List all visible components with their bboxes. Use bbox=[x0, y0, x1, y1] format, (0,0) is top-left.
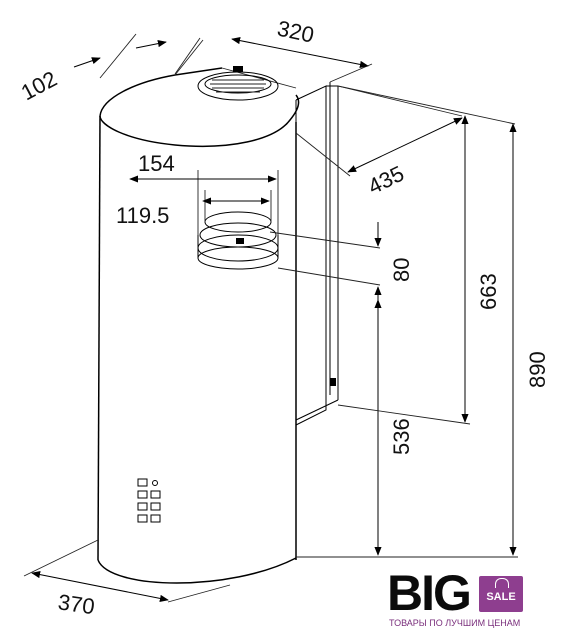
wall-panel bbox=[295, 82, 339, 555]
bigsale-logo: BIG SALE ТОВАРЫ ПО ЛУЧШИМ ЦЕНАМ bbox=[387, 565, 529, 632]
dim-536-label: 536 bbox=[389, 418, 414, 455]
control-button bbox=[137, 514, 148, 523]
dim-536: 536 bbox=[296, 299, 414, 558]
dim-435: 435 bbox=[295, 85, 463, 200]
control-panel bbox=[137, 478, 161, 523]
control-button bbox=[137, 490, 148, 499]
dim-320: 320 bbox=[174, 16, 373, 83]
control-button bbox=[150, 490, 161, 499]
dim-80: 80 bbox=[269, 222, 414, 312]
dim-outlet-diameter: 154 119.5 bbox=[116, 151, 279, 235]
logo-tagline: ТОВАРЫ ПО ЛУЧШИМ ЦЕНАМ bbox=[389, 618, 521, 628]
control-button bbox=[150, 514, 161, 523]
logo-badge-label: SALE bbox=[486, 591, 516, 603]
control-button bbox=[137, 478, 148, 487]
dim-320-label: 320 bbox=[275, 16, 316, 48]
dim-80-label: 80 bbox=[389, 258, 414, 282]
outlet-collar bbox=[197, 211, 279, 270]
control-button bbox=[150, 502, 161, 511]
control-button bbox=[137, 502, 148, 511]
top-fan-grille bbox=[197, 66, 279, 101]
hood-body bbox=[97, 67, 300, 584]
dim-890: 890 bbox=[296, 85, 550, 558]
indicator-light bbox=[152, 480, 158, 486]
dim-663: 663 bbox=[337, 115, 501, 425]
logo-sale-badge: SALE bbox=[479, 576, 523, 612]
logo-word: BIG bbox=[387, 565, 472, 621]
bag-icon bbox=[495, 578, 509, 588]
dim-119-5-label: 119.5 bbox=[116, 203, 169, 228]
dim-154-label: 154 bbox=[138, 151, 175, 176]
dim-102-label: 102 bbox=[17, 66, 61, 105]
dim-663-label: 663 bbox=[476, 273, 501, 310]
dim-102: 102 bbox=[17, 33, 204, 105]
dim-435-label: 435 bbox=[364, 161, 408, 200]
dim-370-label: 370 bbox=[56, 589, 96, 619]
dim-370: 370 bbox=[23, 539, 231, 619]
bracket-mark bbox=[330, 378, 336, 386]
dim-890-label: 890 bbox=[525, 351, 550, 388]
